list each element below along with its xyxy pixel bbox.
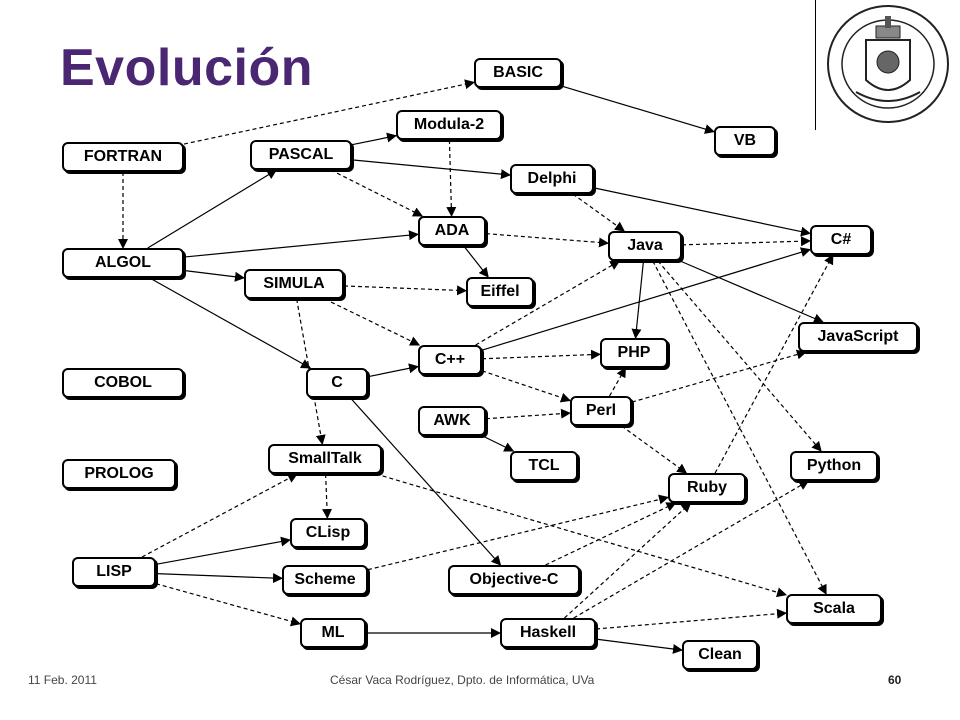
node-ml: ML	[300, 618, 366, 648]
node-basic: BASIC	[474, 58, 562, 88]
edge-perl-to-javascript	[631, 349, 807, 403]
edge-pascal-to-modula2	[351, 132, 397, 146]
edge-simula-to-eiffel	[343, 285, 467, 296]
edge-simula-to-cpp	[324, 298, 421, 346]
edge-haskell-to-scala	[595, 608, 787, 630]
node-eiffel: Eiffel	[466, 277, 534, 307]
edge-algol-to-c	[149, 277, 312, 369]
node-perl: Perl	[570, 396, 632, 426]
header-divider	[815, 0, 816, 130]
edge-objc-to-ruby	[545, 502, 677, 566]
footer-author: César Vaca Rodríguez, Dpto. de Informáti…	[330, 673, 595, 687]
edge-haskell-to-python	[573, 480, 810, 619]
university-seal-logo	[827, 5, 949, 123]
edge-delphi-to-csharp	[593, 187, 811, 237]
node-c: C	[306, 368, 368, 398]
edge-ruby-to-csharp	[714, 254, 834, 474]
edge-algol-to-simula	[183, 269, 245, 282]
node-awk: AWK	[418, 406, 486, 436]
edge-c-to-cpp	[367, 363, 419, 378]
node-objective-c: Objective-C	[448, 565, 580, 595]
edge-modula2-to-ada	[446, 139, 457, 217]
edge-smalltalk-to-scala	[375, 473, 787, 598]
node-tcl: TCL	[510, 451, 578, 481]
edge-awk-to-perl	[485, 408, 571, 420]
node-pascal: PASCAL	[250, 140, 352, 170]
edge-basic-to-vb	[561, 85, 715, 134]
node-fortran: FORTRAN	[62, 142, 184, 172]
slide-title: Evolución	[60, 39, 313, 97]
edge-algol-to-ada	[183, 230, 419, 258]
edge-algol-to-pascal	[147, 169, 278, 249]
edge-pascal-to-ada	[330, 169, 424, 217]
node-clean: Clean	[682, 640, 758, 670]
edge-smalltalk-to-clisp	[322, 473, 333, 519]
edge-lisp-to-clisp	[155, 536, 291, 565]
edge-pascal-to-delphi	[351, 159, 511, 180]
edge-ada-to-java	[485, 233, 609, 248]
node-scala: Scala	[786, 594, 882, 624]
edge-fortran-to-basic	[183, 79, 475, 145]
node-csharp: C#	[810, 225, 872, 255]
edge-cpp-to-perl	[481, 370, 571, 403]
edge-lisp-to-ml	[155, 583, 301, 627]
node-lisp: LISP	[72, 557, 156, 587]
node-cpp: C++	[418, 345, 482, 375]
page-number: 60	[888, 673, 902, 687]
edge-haskell-to-clean	[595, 638, 683, 654]
edge-java-to-csharp	[681, 236, 811, 247]
edge-lisp-to-scheme	[155, 572, 283, 584]
edge-delphi-to-java	[572, 193, 625, 232]
edge-cpp-to-csharp	[481, 247, 811, 351]
edge-ada-to-eiffel	[463, 245, 489, 278]
node-clisp: CLisp	[290, 518, 366, 548]
node-ruby: Ruby	[668, 473, 746, 503]
node-javascript: JavaScript	[798, 322, 918, 352]
node-python: Python	[790, 451, 878, 481]
edge-scheme-to-ruby	[367, 494, 669, 571]
node-ada: ADA	[418, 216, 486, 246]
edge-java-to-php	[631, 260, 645, 339]
footer-date: 11 Feb. 2011	[28, 673, 97, 687]
edge-awk-to-tcl	[482, 435, 515, 452]
edge-cpp-to-php	[481, 349, 601, 360]
node-vb: VB	[714, 126, 776, 156]
edge-haskell-to-ruby	[564, 502, 692, 619]
node-smalltalk: SmallTalk	[268, 444, 382, 474]
edge-c-to-objc	[350, 397, 502, 566]
edge-java-to-python	[657, 260, 822, 452]
node-delphi: Delphi	[510, 164, 594, 194]
node-algol: ALGOL	[62, 248, 184, 278]
node-php: PHP	[600, 338, 668, 368]
edge-java-to-javascript	[679, 260, 824, 324]
edge-lisp-to-smalltalk	[141, 473, 298, 558]
node-simula: SIMULA	[244, 269, 344, 299]
node-haskell: Haskell	[500, 618, 596, 648]
node-modula-2: Modula-2	[396, 110, 502, 140]
edge-perl-to-ruby	[621, 425, 688, 474]
node-prolog: PROLOG	[62, 459, 176, 489]
node-cobol: COBOL	[62, 368, 184, 398]
edge-perl-to-php	[609, 367, 626, 397]
node-java: Java	[608, 231, 682, 261]
node-scheme: Scheme	[282, 565, 368, 595]
